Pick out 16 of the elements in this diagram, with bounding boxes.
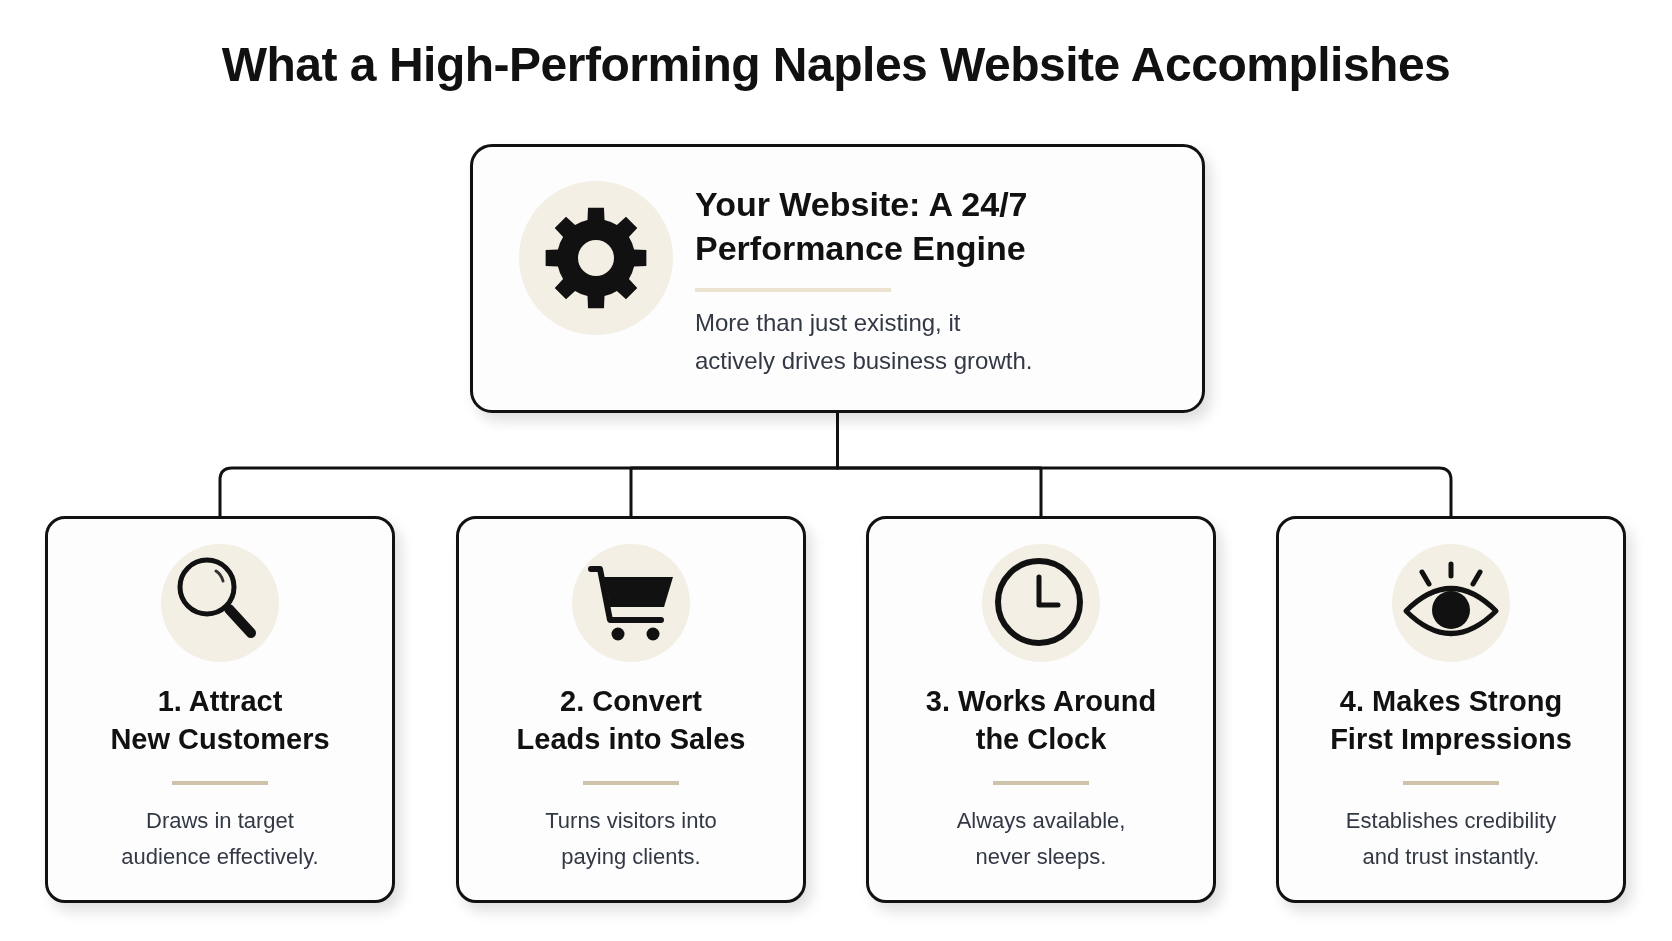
card-description: Turns visitors into paying clients. bbox=[544, 807, 718, 871]
card-description: More than just existing, it actively drives business growth. bbox=[695, 308, 1034, 376]
feature-card bbox=[1276, 516, 1626, 903]
feature-card bbox=[456, 516, 806, 903]
diagram-title: What a High-Performing Naples Website Accomplishes bbox=[221, 37, 1451, 93]
card-heading: 2. Convert Leads into Sales bbox=[515, 684, 747, 757]
feature-card bbox=[866, 516, 1216, 903]
summary-card bbox=[470, 144, 1205, 413]
card-heading: 1. Attract New Customers bbox=[109, 684, 331, 757]
card-heading: Your Website: A 24/7 Performance Engine bbox=[695, 184, 1029, 269]
card-description: Always available, never sleeps. bbox=[955, 807, 1127, 871]
feature-card bbox=[45, 516, 395, 903]
card-description: Establishes credibility and trust instantly. bbox=[1344, 807, 1558, 871]
card-heading: 3. Works Around the Clock bbox=[924, 684, 1158, 757]
card-heading: 4. Makes Strong First Impressions bbox=[1329, 684, 1573, 757]
card-description: Draws in target audience effectively. bbox=[120, 807, 320, 871]
